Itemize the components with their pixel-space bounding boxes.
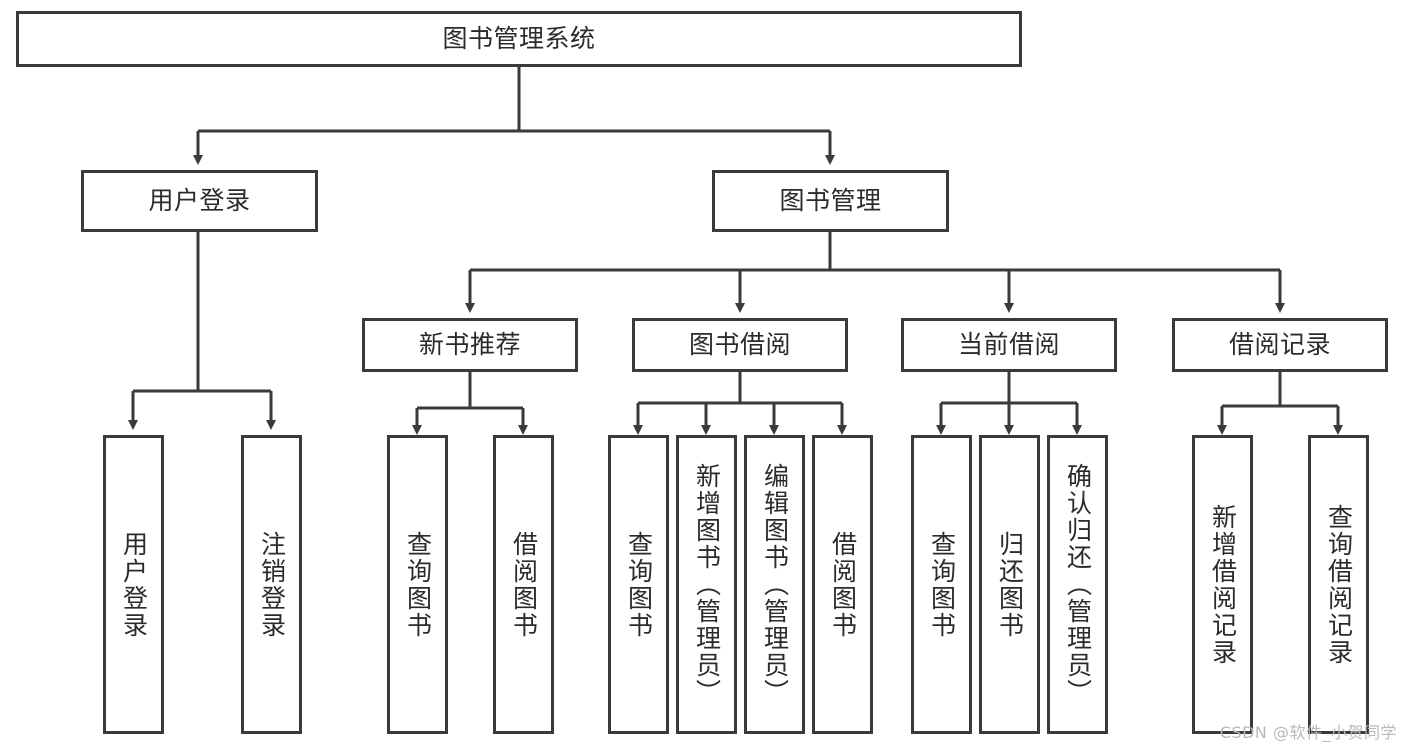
node-leaf-return-book[interactable]: 归还图书 xyxy=(979,435,1040,734)
node-leaf-query-book-3[interactable]: 查询图书 xyxy=(911,435,972,734)
node-book-borrow[interactable]: 图书借阅 xyxy=(632,318,848,372)
node-current-borrow-label: 当前借阅 xyxy=(957,329,1060,359)
watermark-text: CSDN @软件_小贺同学 xyxy=(1219,723,1397,742)
node-leaf-borrow-book-2[interactable]: 借阅图书 xyxy=(812,435,873,734)
node-user-login[interactable]: 用户登录 xyxy=(81,170,318,232)
node-borrow-record-label: 借阅记录 xyxy=(1228,329,1331,359)
node-leaf-query-book-1-label: 查询图书 xyxy=(403,530,433,639)
node-leaf-add-book[interactable]: 新增图书（管理员） xyxy=(676,435,737,734)
node-leaf-query-book-2-label: 查询图书 xyxy=(624,530,654,639)
node-leaf-user-logout[interactable]: 注销登录 xyxy=(241,435,302,734)
node-borrow-record[interactable]: 借阅记录 xyxy=(1172,318,1388,372)
node-leaf-query-book-2[interactable]: 查询图书 xyxy=(608,435,669,734)
node-leaf-return-book-label: 归还图书 xyxy=(995,530,1025,639)
node-leaf-borrow-book-1-label: 借阅图书 xyxy=(509,530,539,639)
node-leaf-borrow-book-2-label: 借阅图书 xyxy=(828,530,858,639)
node-leaf-add-record-label: 新增借阅记录 xyxy=(1208,503,1238,666)
node-leaf-edit-book[interactable]: 编辑图书（管理员） xyxy=(744,435,805,734)
node-new-book-recommend-label: 新书推荐 xyxy=(418,329,521,359)
node-leaf-borrow-book-1[interactable]: 借阅图书 xyxy=(493,435,554,734)
node-book-manage-label: 图书管理 xyxy=(779,185,882,215)
node-leaf-user-login[interactable]: 用户登录 xyxy=(103,435,164,734)
node-leaf-add-book-label: 新增图书（管理员） xyxy=(692,463,722,706)
node-leaf-user-login-label: 用户登录 xyxy=(119,530,149,639)
node-leaf-user-logout-label: 注销登录 xyxy=(257,530,287,639)
node-book-manage[interactable]: 图书管理 xyxy=(712,170,949,232)
node-leaf-edit-book-label: 编辑图书（管理员） xyxy=(760,463,790,706)
node-user-login-label: 用户登录 xyxy=(148,185,251,215)
node-root[interactable]: 图书管理系统 xyxy=(16,11,1022,67)
node-leaf-query-record-label: 查询借阅记录 xyxy=(1324,503,1354,666)
node-leaf-query-book-1[interactable]: 查询图书 xyxy=(387,435,448,734)
node-leaf-confirm-return[interactable]: 确认归还（管理员） xyxy=(1047,435,1108,734)
node-new-book-recommend[interactable]: 新书推荐 xyxy=(362,318,578,372)
node-leaf-query-book-3-label: 查询图书 xyxy=(927,530,957,639)
node-leaf-confirm-return-label: 确认归还（管理员） xyxy=(1063,463,1093,706)
node-leaf-query-record[interactable]: 查询借阅记录 xyxy=(1308,435,1369,734)
node-current-borrow[interactable]: 当前借阅 xyxy=(901,318,1117,372)
node-root-label: 图书管理系统 xyxy=(442,23,596,53)
node-leaf-add-record[interactable]: 新增借阅记录 xyxy=(1192,435,1253,734)
node-book-borrow-label: 图书借阅 xyxy=(688,329,791,359)
